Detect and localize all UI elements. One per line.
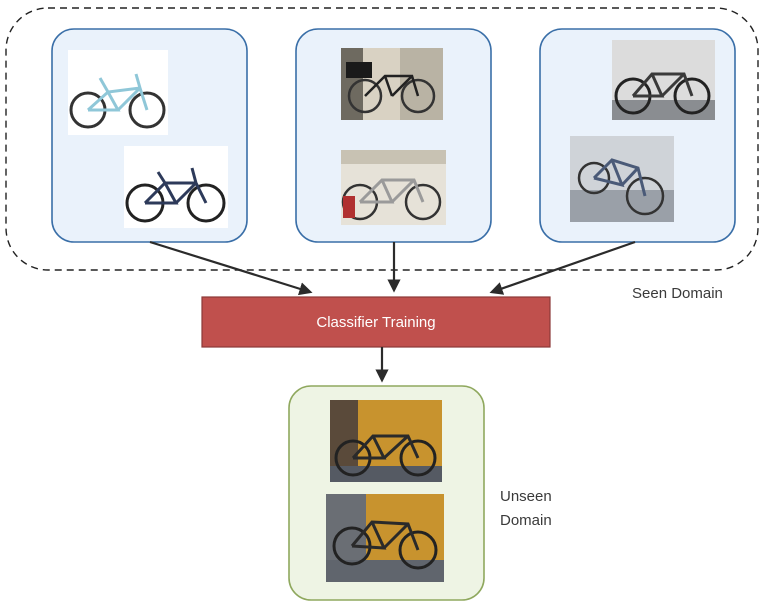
source-domain-box-1	[51, 28, 248, 243]
source-domain-box-3	[539, 28, 736, 243]
bicycle-photo	[612, 40, 715, 120]
source-domain-box-2	[295, 28, 492, 243]
bicycle-photo	[341, 150, 446, 225]
bicycle-photo	[341, 48, 443, 120]
arrow-box3-to-classifier	[489, 240, 636, 295]
unseen-domain-label-line2: Domain	[500, 512, 552, 529]
classifier-training-box	[201, 296, 551, 348]
bicycle-photo	[570, 136, 674, 222]
arrow-box1-to-classifier	[149, 240, 313, 296]
unseen-domain-box	[288, 385, 485, 601]
bicycle-photo	[326, 494, 444, 582]
seen-domain-boundary	[5, 7, 759, 271]
seen-domain-label: Seen Domain	[632, 285, 723, 302]
classifier-training-label: Classifier Training	[316, 313, 436, 331]
bicycle-photo	[330, 400, 442, 482]
bicycle-photo	[68, 50, 168, 135]
bicycle-photo	[124, 146, 228, 228]
unseen-domain-label-line1: Unseen	[500, 488, 552, 505]
